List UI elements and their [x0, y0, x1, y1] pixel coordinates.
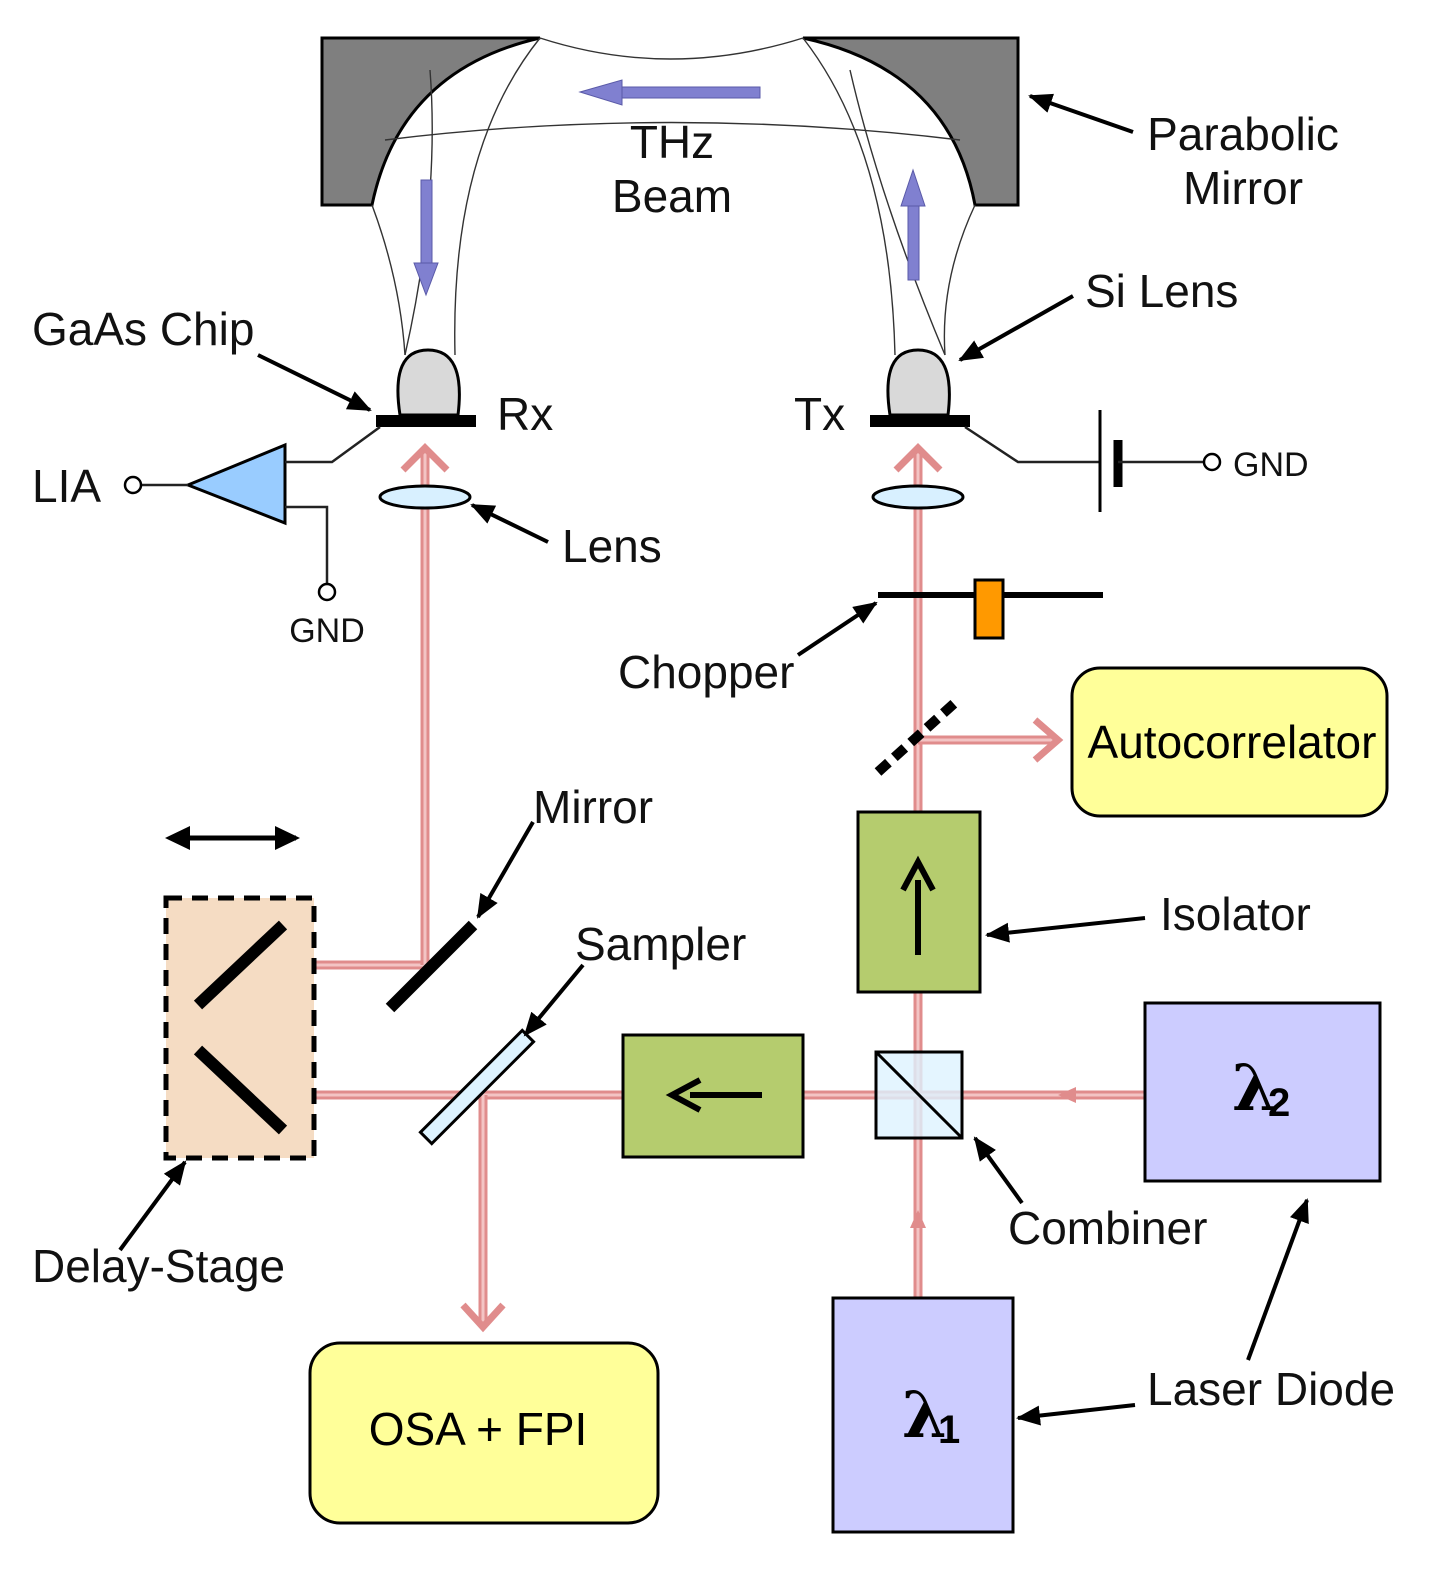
delay-stage-mirror-bottom [193, 1045, 288, 1135]
lia-terminal [123, 475, 143, 495]
lia-gnd-wire [285, 505, 329, 585]
parabolic-mirror-left [320, 36, 541, 207]
delay-stage-label: Delay-Stage [32, 1240, 285, 1292]
steering-mirror [385, 920, 478, 1013]
lambda1-subscript: 1 [938, 1408, 960, 1452]
optical-beam-arrowheads [400, 443, 1064, 1333]
thz-beam-label-line1: THz [630, 116, 714, 168]
autocorrelator-box [1070, 666, 1389, 818]
chopper-motor [973, 578, 1005, 640]
lens-tx [871, 484, 965, 510]
si-lens-tx [886, 348, 951, 417]
laser-diode-label: Laser Diode [1147, 1363, 1395, 1415]
lens-rx [378, 484, 472, 510]
sampler-plate [418, 1028, 536, 1146]
thz-beam-envelope [371, 37, 976, 356]
rx-label: Rx [497, 388, 553, 440]
isolator-horizontal-arrowhead [665, 1077, 702, 1113]
lambda2-subscript: 2 [1268, 1081, 1290, 1125]
thz-beam-arrows [413, 79, 926, 297]
gnd-label-right: GND [1233, 446, 1309, 484]
combiner-diagonal [874, 1050, 964, 1140]
osa-fpi-box [308, 1341, 660, 1525]
thz-beam-label-line2: Beam [612, 170, 732, 222]
lens-label: Lens [562, 520, 662, 572]
si-lens-rx [396, 348, 461, 417]
laser-diode-lambda1 [831, 1296, 1015, 1534]
label-pointers [118, 93, 1309, 1426]
parabolic-mirror-label-line2: Mirror [1183, 162, 1303, 214]
delay-stage-arrowhead-left [165, 826, 190, 850]
lia-amplifier [183, 442, 287, 526]
gnd-terminal-right [1202, 452, 1222, 472]
gnd-terminal-left [317, 582, 337, 602]
optical-beam-paths [250, 450, 1145, 1325]
gaas-chip-label: GaAs Chip [32, 303, 254, 355]
gaas-chip-tx [870, 415, 970, 427]
isolator-label: Isolator [1160, 888, 1311, 940]
mirror-label: Mirror [533, 781, 653, 833]
gaas-chip-rx [376, 415, 476, 427]
si-lens-label: Si Lens [1085, 265, 1238, 317]
delay-stage-mirror-top [193, 920, 288, 1010]
lambda1-symbol: λ [902, 1378, 947, 1453]
tx-bias-wire [964, 425, 1100, 464]
lia-label: LIA [32, 460, 101, 512]
sampler-label: Sampler [575, 918, 746, 970]
combiner-label: Combiner [1008, 1202, 1207, 1254]
pickoff-mirror [874, 696, 962, 776]
gnd-label-left: GND [289, 612, 365, 650]
parabolic-mirror-right [802, 36, 1020, 207]
laser-diode-lambda2 [1143, 1001, 1382, 1183]
autocorrelator-label: Autocorrelator [1088, 716, 1377, 768]
isolator-vertical-arrowhead [900, 855, 936, 892]
osa-fpi-label: OSA + FPI [369, 1403, 588, 1455]
chopper-label: Chopper [618, 646, 794, 698]
delay-stage-box [163, 895, 317, 1161]
rx-signal-wire [285, 425, 381, 464]
tx-label: Tx [794, 388, 845, 440]
parabolic-mirror-label-line1: Parabolic [1147, 108, 1339, 160]
delay-stage-arrowhead-right [275, 826, 300, 850]
lambda2-symbol: λ [1232, 1051, 1277, 1126]
